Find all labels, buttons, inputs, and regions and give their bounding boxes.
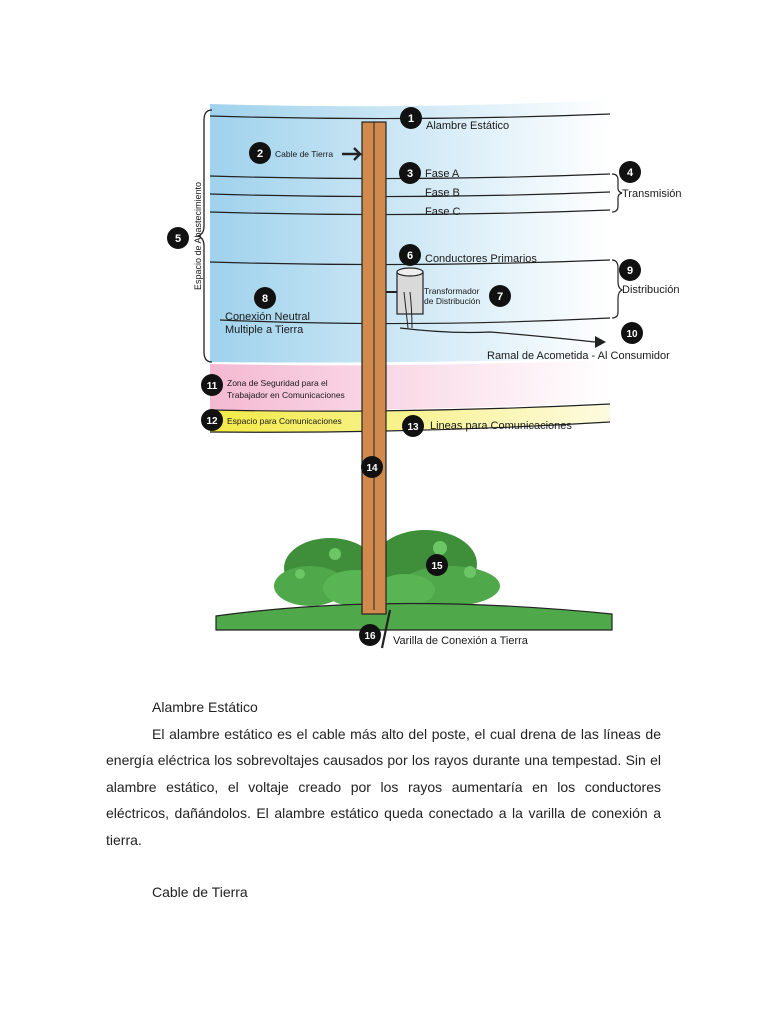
badge-16-num: 16 <box>364 631 376 642</box>
label-phase-c: Fase C <box>425 206 461 218</box>
label-transformer-1: Transformador <box>424 286 480 296</box>
badge-7: 7 <box>489 285 511 307</box>
ground <box>215 602 613 631</box>
transmission-bracket <box>611 173 623 213</box>
badge-6: 6 <box>399 244 421 266</box>
distribution-bracket <box>611 259 624 319</box>
badge-8: 8 <box>254 287 276 309</box>
badge-5: 5 <box>167 227 189 249</box>
section-heading-ground-cable: Cable de Tierra <box>152 884 248 900</box>
badge-3-num: 3 <box>407 168 413 180</box>
service-drop-wire <box>399 327 596 343</box>
badge-7-num: 7 <box>497 291 503 303</box>
ground-cable-arrow <box>342 147 363 161</box>
label-neutral-1: Conexión Neutral <box>225 311 310 323</box>
badge-5-num: 5 <box>175 233 181 245</box>
badge-2: 2 <box>249 142 271 164</box>
badge-12: 12 <box>201 409 223 431</box>
safety-zone <box>210 360 610 411</box>
badge-1: 1 <box>400 107 422 129</box>
distribution-transformer <box>386 267 424 329</box>
badge-3: 3 <box>399 162 421 184</box>
label-distribution: Distribución <box>622 284 679 296</box>
paragraph-static-wire: El alambre estático es el cable más alto… <box>106 725 661 848</box>
label-static-wire: Alambre Estático <box>426 120 509 132</box>
badge-14-num: 14 <box>366 463 378 474</box>
badge-4: 4 <box>619 161 641 183</box>
label-primary-conductors: Conductores Primarios <box>425 253 537 265</box>
bushes <box>274 530 500 606</box>
badge-15-num: 15 <box>431 561 443 572</box>
badge-15: 15 <box>426 554 448 576</box>
badge-9-num: 9 <box>627 265 633 277</box>
ground-rod <box>380 609 392 649</box>
badge-13: 13 <box>402 415 424 437</box>
badge-10: 10 <box>621 322 643 344</box>
badge-11-num: 11 <box>207 381 218 392</box>
badge-8-num: 8 <box>262 293 268 305</box>
label-safety-zone-2: Trabajador en Comunicaciones <box>227 390 345 400</box>
label-service-drop: Ramal de Acometida - Al Consumidor <box>487 350 670 362</box>
badge-10-num: 10 <box>626 329 638 340</box>
service-drop-arrow <box>595 336 606 348</box>
label-transformer-2: de Distribución <box>424 296 480 306</box>
label-phase-a: Fase A <box>425 168 460 180</box>
badge-16: 16 <box>359 624 381 646</box>
communication-wire-top <box>209 403 611 412</box>
badge-9: 9 <box>619 259 641 281</box>
badge-14: 14 <box>361 456 383 478</box>
badge-4-num: 4 <box>627 167 634 179</box>
supply-space-bracket <box>195 109 213 363</box>
utility-pole-diagram: 1 2 3 4 5 6 7 8 9 10 11 12 13 14 15 16 A… <box>150 96 706 656</box>
label-communications-space: Espacio para Comunicaciones <box>227 416 342 426</box>
label-ground-cable: Cable de Tierra <box>275 149 333 159</box>
badge-6-num: 6 <box>407 250 413 262</box>
badge-2-num: 2 <box>257 148 263 160</box>
badge-13-num: 13 <box>407 422 419 433</box>
label-transmission: Transmisión <box>622 188 682 200</box>
diagram-svg: 1 2 3 4 5 6 7 8 9 10 11 12 13 14 15 16 A… <box>167 100 682 649</box>
badge-1-num: 1 <box>408 113 414 125</box>
badge-12-num: 12 <box>206 416 218 427</box>
section-heading-static-wire: Alambre Estático <box>152 699 258 715</box>
label-ground-rod: Varilla de Conexión a Tierra <box>393 635 529 647</box>
phase-b-wire <box>209 191 611 198</box>
badge-11: 11 <box>201 374 223 396</box>
label-safety-zone-1: Zona de Seguridad para el <box>227 378 328 388</box>
document-body: Alambre Estático El alambre estático es … <box>106 694 661 906</box>
label-communication-lines: Lineas para Comunicaciones <box>430 420 572 432</box>
label-supply-space: Espacio de Abastecimiento <box>193 182 203 290</box>
phase-c-wire <box>209 209 611 216</box>
neutral-wire <box>219 317 611 325</box>
label-neutral-2: Multiple a Tierra <box>225 324 304 336</box>
label-phase-b: Fase B <box>425 187 460 199</box>
